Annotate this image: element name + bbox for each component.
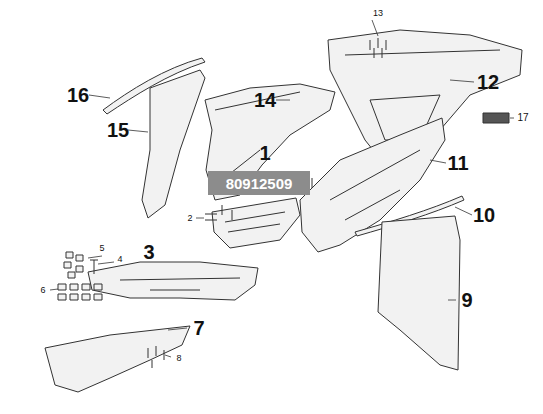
floor-panel: [212, 198, 300, 248]
callout-number: 7: [193, 318, 204, 338]
clips: [58, 284, 102, 300]
callout-number: 8: [176, 354, 181, 363]
callout-number: 12: [477, 72, 499, 92]
side-cover: [378, 216, 460, 370]
callout-number: 3: [143, 242, 154, 262]
nuts: [64, 252, 83, 278]
callout-number: 17: [517, 113, 528, 123]
label-plate: [483, 113, 509, 123]
callout-number: 11: [447, 153, 468, 173]
callout-number: 1: [259, 143, 270, 163]
callout-number: 6: [40, 286, 45, 295]
inner-panel: [205, 84, 335, 200]
watermark: 80912509: [226, 176, 293, 191]
callout-number: 2: [187, 214, 192, 223]
side-panel: [142, 70, 205, 218]
watermark-band: [208, 171, 310, 195]
callout-number: 10: [473, 205, 495, 225]
callout-number: 5: [99, 244, 104, 253]
callout-number: 13: [373, 9, 383, 18]
callout-number: 9: [461, 290, 472, 310]
callout-number: 4: [117, 255, 122, 264]
callout-number: 15: [107, 120, 129, 140]
lower-panel: [45, 326, 190, 392]
leader-lines: [50, 20, 514, 357]
callout-number: 14: [254, 90, 276, 110]
callout-number: 16: [67, 85, 89, 105]
under-tray: [88, 262, 258, 300]
